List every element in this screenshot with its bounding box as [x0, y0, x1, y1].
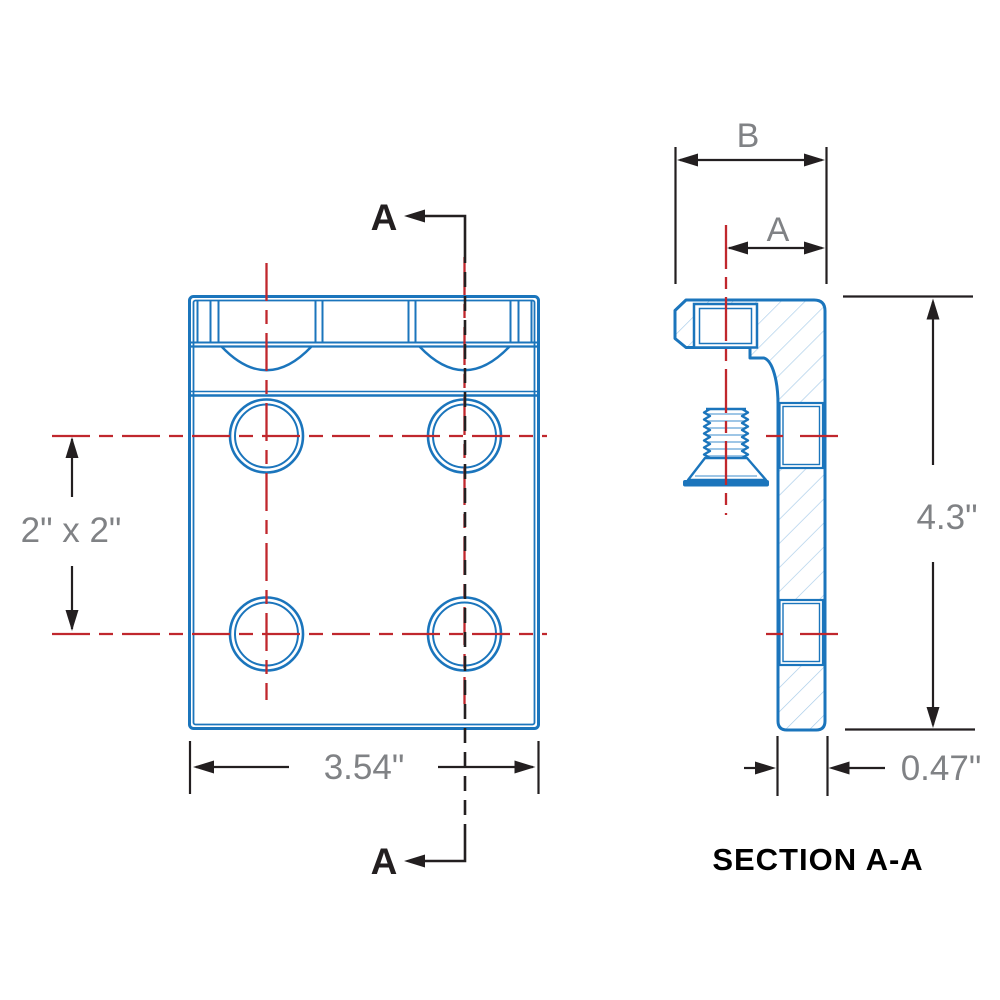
- through-hole-window-lower: [778, 598, 825, 667]
- flange-width-label: B: [737, 117, 760, 155]
- section-marker-top: A: [371, 197, 398, 238]
- a-arrow-left: [727, 241, 748, 255]
- height-arrow-down: [926, 707, 940, 728]
- width-arrow-left: [193, 760, 214, 774]
- section-title: SECTION A-A: [712, 842, 923, 877]
- cutting-plane-top-corner: [424, 214, 467, 248]
- offset-label: A: [767, 211, 790, 249]
- plate-outline-outer: [188, 295, 540, 730]
- cutting-plane-arrow-top: [404, 209, 425, 223]
- rail-band-vertical-lines: [196, 300, 533, 343]
- thickness-arrow-right: [828, 761, 850, 775]
- plate-width-value: 3.54": [324, 748, 405, 787]
- thickness-value: 0.47": [901, 749, 982, 788]
- spacing-arrow-up: [65, 437, 79, 458]
- screw-thread-right-edge: [740, 407, 750, 460]
- b-arrow-left: [677, 153, 698, 167]
- dimension-thickness: [744, 736, 885, 796]
- cutting-plane-arrow-bottom: [404, 854, 425, 868]
- front-view: [188, 295, 540, 730]
- width-arrow-right: [514, 760, 536, 774]
- height-arrow-up: [926, 298, 940, 320]
- spacing-arrow-down: [65, 610, 79, 631]
- screw-thread-left-edge: [702, 407, 712, 460]
- dimension-b: [674, 147, 828, 284]
- cutting-plane-line: [424, 214, 467, 863]
- height-value: 4.3": [916, 498, 977, 537]
- b-arrow-right: [804, 153, 825, 167]
- plate-outline-inner: [192, 299, 536, 726]
- dimension-height: [843, 295, 975, 731]
- thickness-arrow-left: [755, 761, 776, 775]
- section-view: [673, 298, 827, 732]
- dimension-lines: [70, 147, 975, 796]
- hole-spacing-value: 2" x 2": [21, 511, 122, 550]
- a-arrow-right: [804, 241, 825, 255]
- section-marker-bottom: A: [371, 841, 398, 882]
- cutting-plane-bottom-corner: [424, 838, 467, 863]
